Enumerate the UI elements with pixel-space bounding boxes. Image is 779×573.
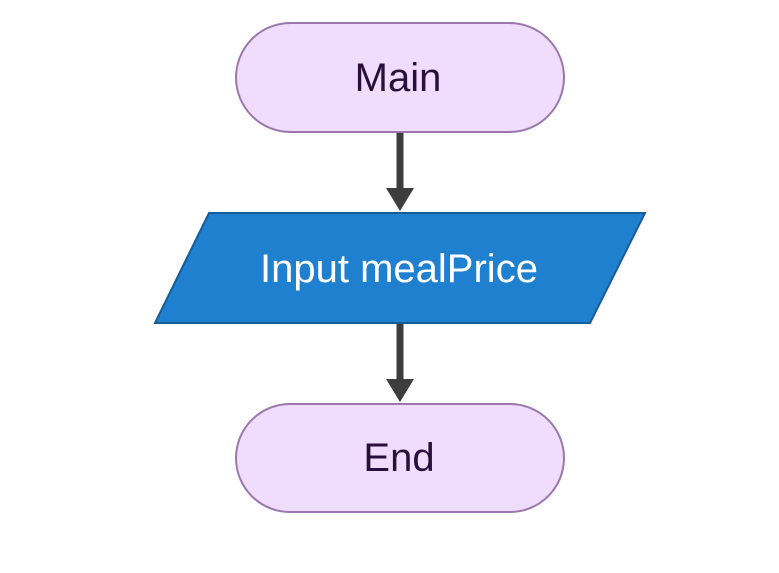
node-input-label: Input mealPrice: [260, 247, 538, 291]
arrowhead-icon: [386, 379, 414, 402]
node-start-label: Main: [355, 56, 442, 100]
node-end[interactable]: End: [235, 403, 565, 513]
input-output-shape: [153, 212, 647, 324]
node-input[interactable]: Input mealPrice: [153, 212, 647, 324]
terminal-shape: [235, 22, 565, 133]
node-start[interactable]: Main: [235, 22, 565, 133]
arrowhead-icon: [386, 188, 414, 211]
node-end-label: End: [363, 436, 434, 480]
edge-input-to-end: [386, 323, 414, 402]
edge-start-to-input: [386, 132, 414, 211]
terminal-shape: [235, 403, 565, 513]
